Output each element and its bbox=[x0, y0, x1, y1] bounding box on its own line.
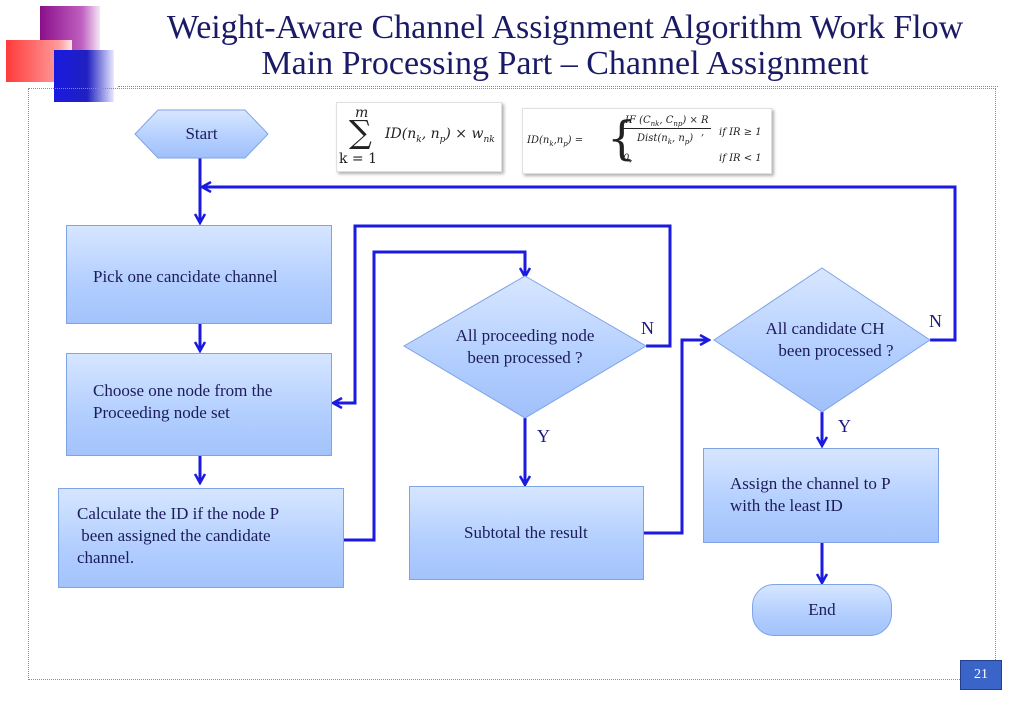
decision2-yes-label: Y bbox=[838, 416, 851, 436]
choose-node-line-2: Proceeding node set bbox=[93, 403, 230, 422]
page-number: 21 bbox=[960, 660, 1002, 690]
sum-body: ID(nk, np) × wnk bbox=[385, 126, 495, 145]
decision1-line-2: been processed ? bbox=[467, 348, 583, 367]
summation-formula: m ∑ k = 1 ID(nk, np) × wnk bbox=[336, 102, 502, 172]
content-frame bbox=[28, 88, 996, 680]
sum-body-sub-nk: nk bbox=[483, 134, 495, 145]
assign-channel-box: Assign the channel to P with the least I… bbox=[703, 448, 939, 543]
decision1-shape bbox=[403, 275, 647, 419]
calculate-id-line-2: been assigned the candidate bbox=[77, 526, 271, 545]
id-denominator: Dist(nk, np) bbox=[637, 133, 693, 146]
choose-node-line-1: Choose one node from the bbox=[93, 381, 273, 400]
start-label: Start bbox=[185, 124, 218, 143]
calculate-id-line-3: channel. bbox=[77, 548, 135, 567]
assign-channel-line-1: Assign the channel to P bbox=[730, 474, 891, 493]
arrow-decision2-no-to-pick bbox=[203, 187, 957, 342]
id-lhs-sub-p: p bbox=[563, 140, 568, 148]
id-den-sub-k: k bbox=[667, 138, 672, 146]
id-case1-comma: , bbox=[701, 127, 705, 138]
decision2-line-1: All candidate CH bbox=[765, 319, 885, 338]
decision1-line-1: All proceeding node bbox=[455, 326, 595, 345]
decision1-yes-label: Y bbox=[537, 426, 550, 446]
sum-body-start: ID(n bbox=[385, 126, 417, 142]
calculate-id-box: Calculate the ID if the node P been assi… bbox=[58, 488, 344, 588]
sum-body-mid: , n bbox=[421, 126, 440, 142]
sum-symbol: ∑ bbox=[349, 113, 372, 151]
arrow-calc-to-decision1 bbox=[344, 250, 525, 542]
sum-upper-limit: m bbox=[355, 105, 369, 121]
decorative-square-blue bbox=[54, 50, 114, 102]
id-den-start: Dist(n bbox=[637, 133, 668, 144]
id-num-end: ) × R bbox=[682, 115, 709, 126]
id-brace: { bbox=[607, 111, 637, 165]
title-line-1: Weight-Aware Channel Assignment Algorith… bbox=[166, 9, 964, 46]
sum-body-sub-k: k bbox=[416, 134, 422, 145]
id-num-sub-2: np bbox=[673, 120, 683, 128]
choose-node-box: Choose one node from the Proceeding node… bbox=[66, 353, 332, 456]
id-den-sub-p: p bbox=[684, 138, 690, 146]
id-den-end: ) bbox=[689, 133, 694, 144]
id-lhs-mid: ,n bbox=[553, 135, 564, 146]
id-num-sub-1: nk bbox=[650, 120, 660, 128]
pick-channel-box: Pick one cancidate channel bbox=[66, 225, 332, 324]
title-line-2: Main Processing Part – Channel Assignmen… bbox=[261, 45, 869, 82]
frame-top-border bbox=[118, 86, 998, 87]
decision2-shape bbox=[713, 267, 931, 413]
assign-channel-line-2: with the least ID bbox=[730, 496, 843, 515]
id-lhs-end: ) = bbox=[567, 135, 584, 146]
id-case2-condition: if IR < 1 bbox=[719, 153, 762, 164]
sum-body-sub-p: p bbox=[439, 134, 446, 145]
pick-channel-text: Pick one cancidate channel bbox=[93, 267, 278, 286]
slide-title: Weight-Aware Channel Assignment Algorith… bbox=[120, 10, 1010, 82]
decision2-no-label: N bbox=[929, 311, 942, 331]
subtotal-box: Subtotal the result bbox=[409, 486, 644, 580]
id-den-mid: , n bbox=[671, 133, 685, 144]
id-lhs-start: ID(n bbox=[527, 135, 550, 146]
end-label: End bbox=[808, 600, 836, 619]
end-terminal: End bbox=[752, 584, 892, 636]
start-shape bbox=[134, 109, 269, 159]
id-lhs-sub-k: k bbox=[549, 140, 554, 148]
arrow-decision1-no-to-choose bbox=[334, 224, 672, 403]
decision2-line-2: been processed ? bbox=[778, 341, 894, 360]
id-case2-value: 0, bbox=[623, 153, 633, 164]
sum-lower-limit: k = 1 bbox=[339, 151, 378, 167]
id-piecewise-formula: ID(nk,np) = { IF (Cnk, Cnp) × R Dist(nk,… bbox=[522, 108, 772, 174]
id-case1-condition: if IR ≥ 1 bbox=[719, 127, 762, 138]
subtotal-text: Subtotal the result bbox=[464, 523, 588, 542]
decision2-label: All candidate CH been processed ? bbox=[720, 318, 930, 362]
id-num-mid: , C bbox=[659, 115, 674, 126]
id-numerator: IF (Cnk, Cnp) × R bbox=[623, 115, 711, 129]
id-lhs: ID(nk,np) = bbox=[527, 135, 583, 148]
calculate-id-line-1: Calculate the ID if the node P bbox=[77, 504, 280, 523]
sum-body-tail: ) × w bbox=[445, 126, 484, 142]
decision1-no-label: N bbox=[641, 318, 654, 338]
id-num-start: IF (C bbox=[625, 115, 651, 126]
decision1-label: All proceeding node been processed ? bbox=[410, 325, 640, 369]
arrow-subtotal-to-decision2 bbox=[644, 340, 708, 535]
